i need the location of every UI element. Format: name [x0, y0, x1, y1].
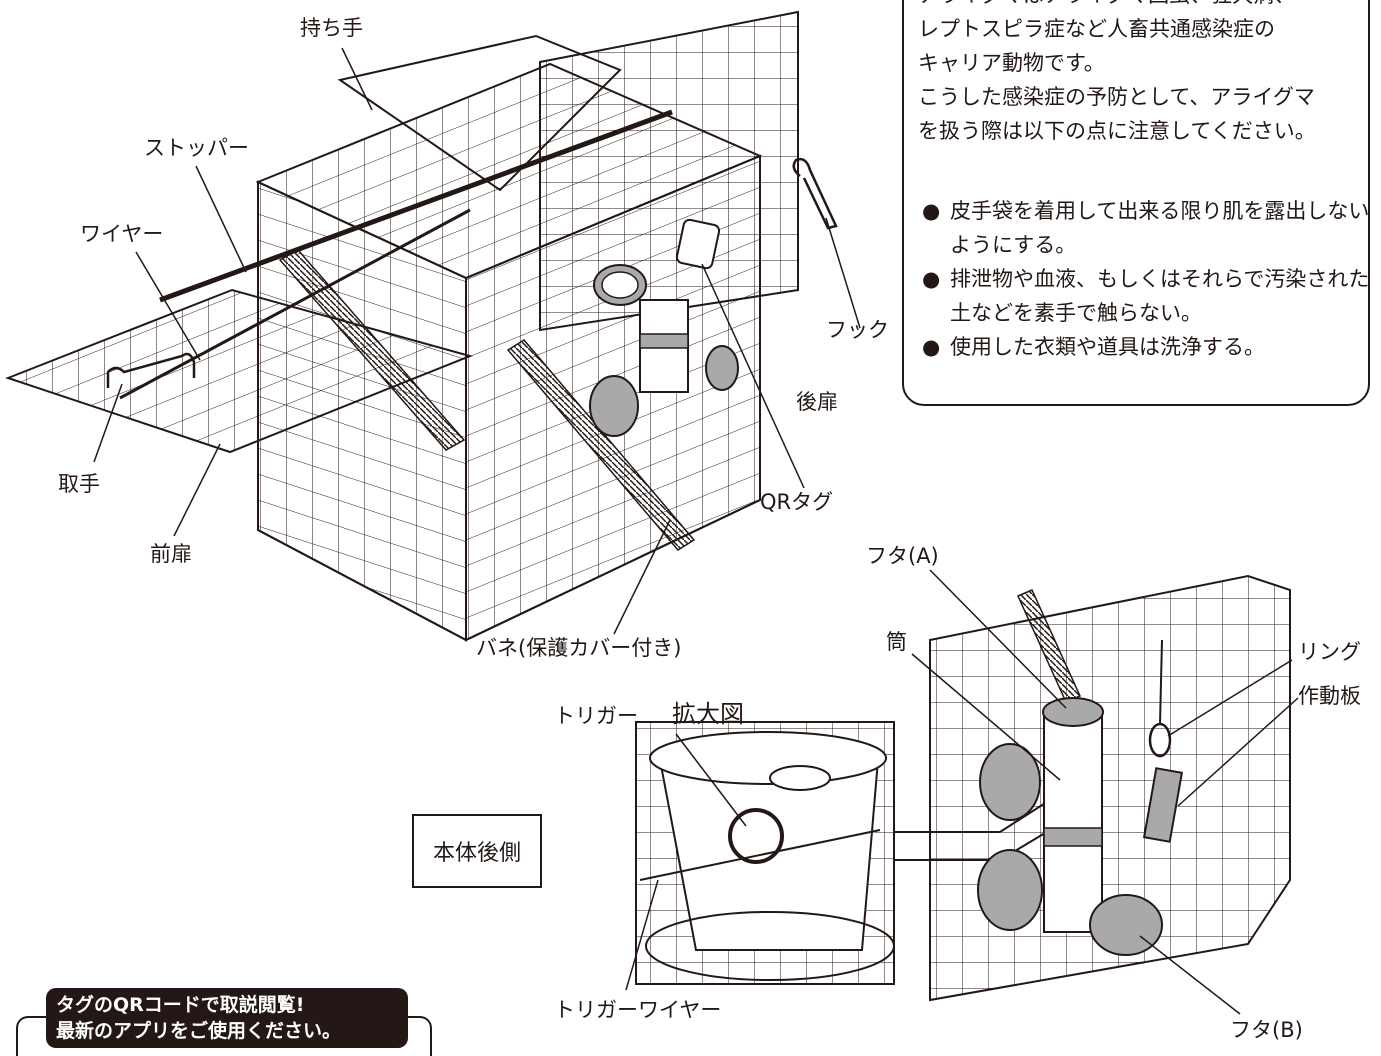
- lid-a: [1042, 697, 1104, 727]
- notice-item-text: 排泄物や血液、もしくはそれらで汚染された土などを素手で触らない。: [950, 267, 1370, 325]
- notice-item: ● 排泄物や血液、もしくはそれらで汚染された土などを素手で触らない。: [922, 262, 1370, 330]
- leader-handle: [341, 47, 373, 111]
- magnified-view: [635, 721, 1051, 985]
- rear-tube-band: [1043, 827, 1103, 847]
- inner-tube-band: [639, 333, 689, 349]
- main-cage: [5, 10, 838, 642]
- notice-intro: アライグマはアライグマ回虫、狂犬病、 レプトスピラ症など人畜共通感染症の キャリ…: [904, 0, 1364, 148]
- safety-notice: アライグマはアライグマ回虫、狂犬病、 レプトスピラ症など人畜共通感染症の キャリ…: [902, 0, 1370, 406]
- side-cap: [589, 375, 639, 437]
- label-lid-a: フタ(A): [866, 544, 939, 568]
- action-plate: [1142, 767, 1184, 843]
- label-wire: ワイヤー: [80, 222, 164, 246]
- label-rear-body-text: 本体後側: [432, 841, 521, 866]
- leader-wire: [135, 251, 201, 361]
- rear-body-detail: [929, 574, 1291, 1002]
- leader-stopper: [195, 165, 247, 273]
- rear-tube: [1043, 711, 1103, 933]
- label-rear-door: 後扉: [796, 390, 838, 414]
- label-front-door: 前扉: [150, 542, 192, 566]
- notice-item: ● 使用した衣類や道具は洗浄する。: [922, 330, 1370, 364]
- label-spring: バネ(保護カバー付き): [476, 636, 682, 660]
- carry-handle: [337, 34, 622, 192]
- label-trigger: トリガー: [554, 704, 638, 728]
- rear-body-spring: [1017, 589, 1081, 703]
- wire-line: [119, 208, 471, 400]
- qr-banner-text: タグのQRコードで取説閲覧! 最新のアプリをご使用ください。: [46, 988, 408, 1048]
- label-action-plate: 作動板: [1298, 684, 1361, 708]
- magnified-bottom-rim: [645, 911, 895, 981]
- label-qr-tag: QRタグ: [760, 490, 834, 514]
- grip-handle: [106, 352, 196, 388]
- leader-hook: [825, 217, 861, 329]
- bullet-icon: ●: [922, 267, 941, 291]
- trigger-ring: [728, 808, 784, 864]
- notice-item: ● 皮手袋を着用して出来る限り肌を露出しないようにする。: [922, 194, 1370, 262]
- magnified-tube-top: [769, 765, 831, 791]
- leader-trigger: [675, 733, 747, 827]
- notice-line: レプトスピラ症など人畜共通感染症の: [918, 17, 1275, 41]
- cage-floor-edge: [257, 499, 761, 642]
- label-ring: リング: [1298, 640, 1361, 664]
- qr-banner-line2: 最新のアプリをご使用ください。: [56, 1020, 342, 1042]
- leader-ring: [1167, 659, 1293, 737]
- stopper-bar: [159, 109, 673, 303]
- magnified-top-rim: [649, 731, 887, 785]
- label-hook: フック: [826, 318, 889, 342]
- leader-lid-b: [1139, 935, 1241, 1015]
- notice-line: キャリア動物です。: [918, 51, 1105, 75]
- label-trigger-wire: トリガーワイヤー: [554, 998, 722, 1022]
- leader-spring: [613, 519, 671, 635]
- leader-front-door: [173, 443, 221, 537]
- leader-qr-tag: [701, 263, 805, 489]
- leader-grip: [93, 383, 123, 463]
- qr-banner: タグのQRコードで取説閲覧! 最新のアプリをご使用ください。: [16, 988, 432, 1056]
- trigger-wire-line: [639, 829, 881, 881]
- leader-lid-a: [929, 569, 1067, 709]
- label-lid-b: フタ(B): [1230, 1018, 1303, 1042]
- spring-left: [278, 249, 466, 451]
- tube-mouth-inner: [601, 271, 639, 299]
- spring-right: [506, 339, 696, 551]
- label-tube: 筒: [886, 630, 907, 654]
- back-cap: [705, 345, 739, 391]
- leader-action-plate: [1177, 697, 1299, 807]
- hook: [792, 157, 838, 230]
- leader-tube: [911, 653, 1061, 781]
- bullet-icon: ●: [922, 199, 941, 223]
- leader-lines: [93, 47, 1299, 1015]
- leader-trigger-wire: [625, 879, 659, 991]
- rear-side-cap-top: [979, 743, 1041, 821]
- qr-tag: [675, 218, 721, 270]
- rear-side-cap-bottom: [977, 849, 1043, 931]
- notice-line: こうした感染症の予防として、アライグマ: [918, 85, 1315, 109]
- label-grip: 取手: [58, 472, 100, 496]
- notice-list: ● 皮手袋を着用して出来る限り肌を露出しないようにする。 ● 排泄物や血液、もし…: [922, 194, 1370, 364]
- bullet-icon: ●: [922, 335, 941, 359]
- notice-item-text: 皮手袋を着用して出来る限り肌を露出しないようにする。: [950, 199, 1370, 257]
- label-carry-handle: 持ち手: [300, 16, 363, 40]
- label-rear-body: 本体後側: [412, 814, 542, 888]
- lid-b: [1089, 894, 1163, 956]
- label-magnified: 拡大図: [672, 700, 744, 728]
- notice-line: アライグマはアライグマ回虫、狂犬病、: [918, 0, 1364, 12]
- label-stopper: ストッパー: [144, 136, 249, 160]
- ring-wire: [1159, 639, 1163, 725]
- qr-banner-line1: タグのQRコードで取説閲覧!: [56, 994, 305, 1016]
- notice-line: を扱う際は以下の点に注意してください。: [918, 119, 1316, 143]
- notice-item-text: 使用した衣類や道具は洗浄する。: [950, 335, 1265, 359]
